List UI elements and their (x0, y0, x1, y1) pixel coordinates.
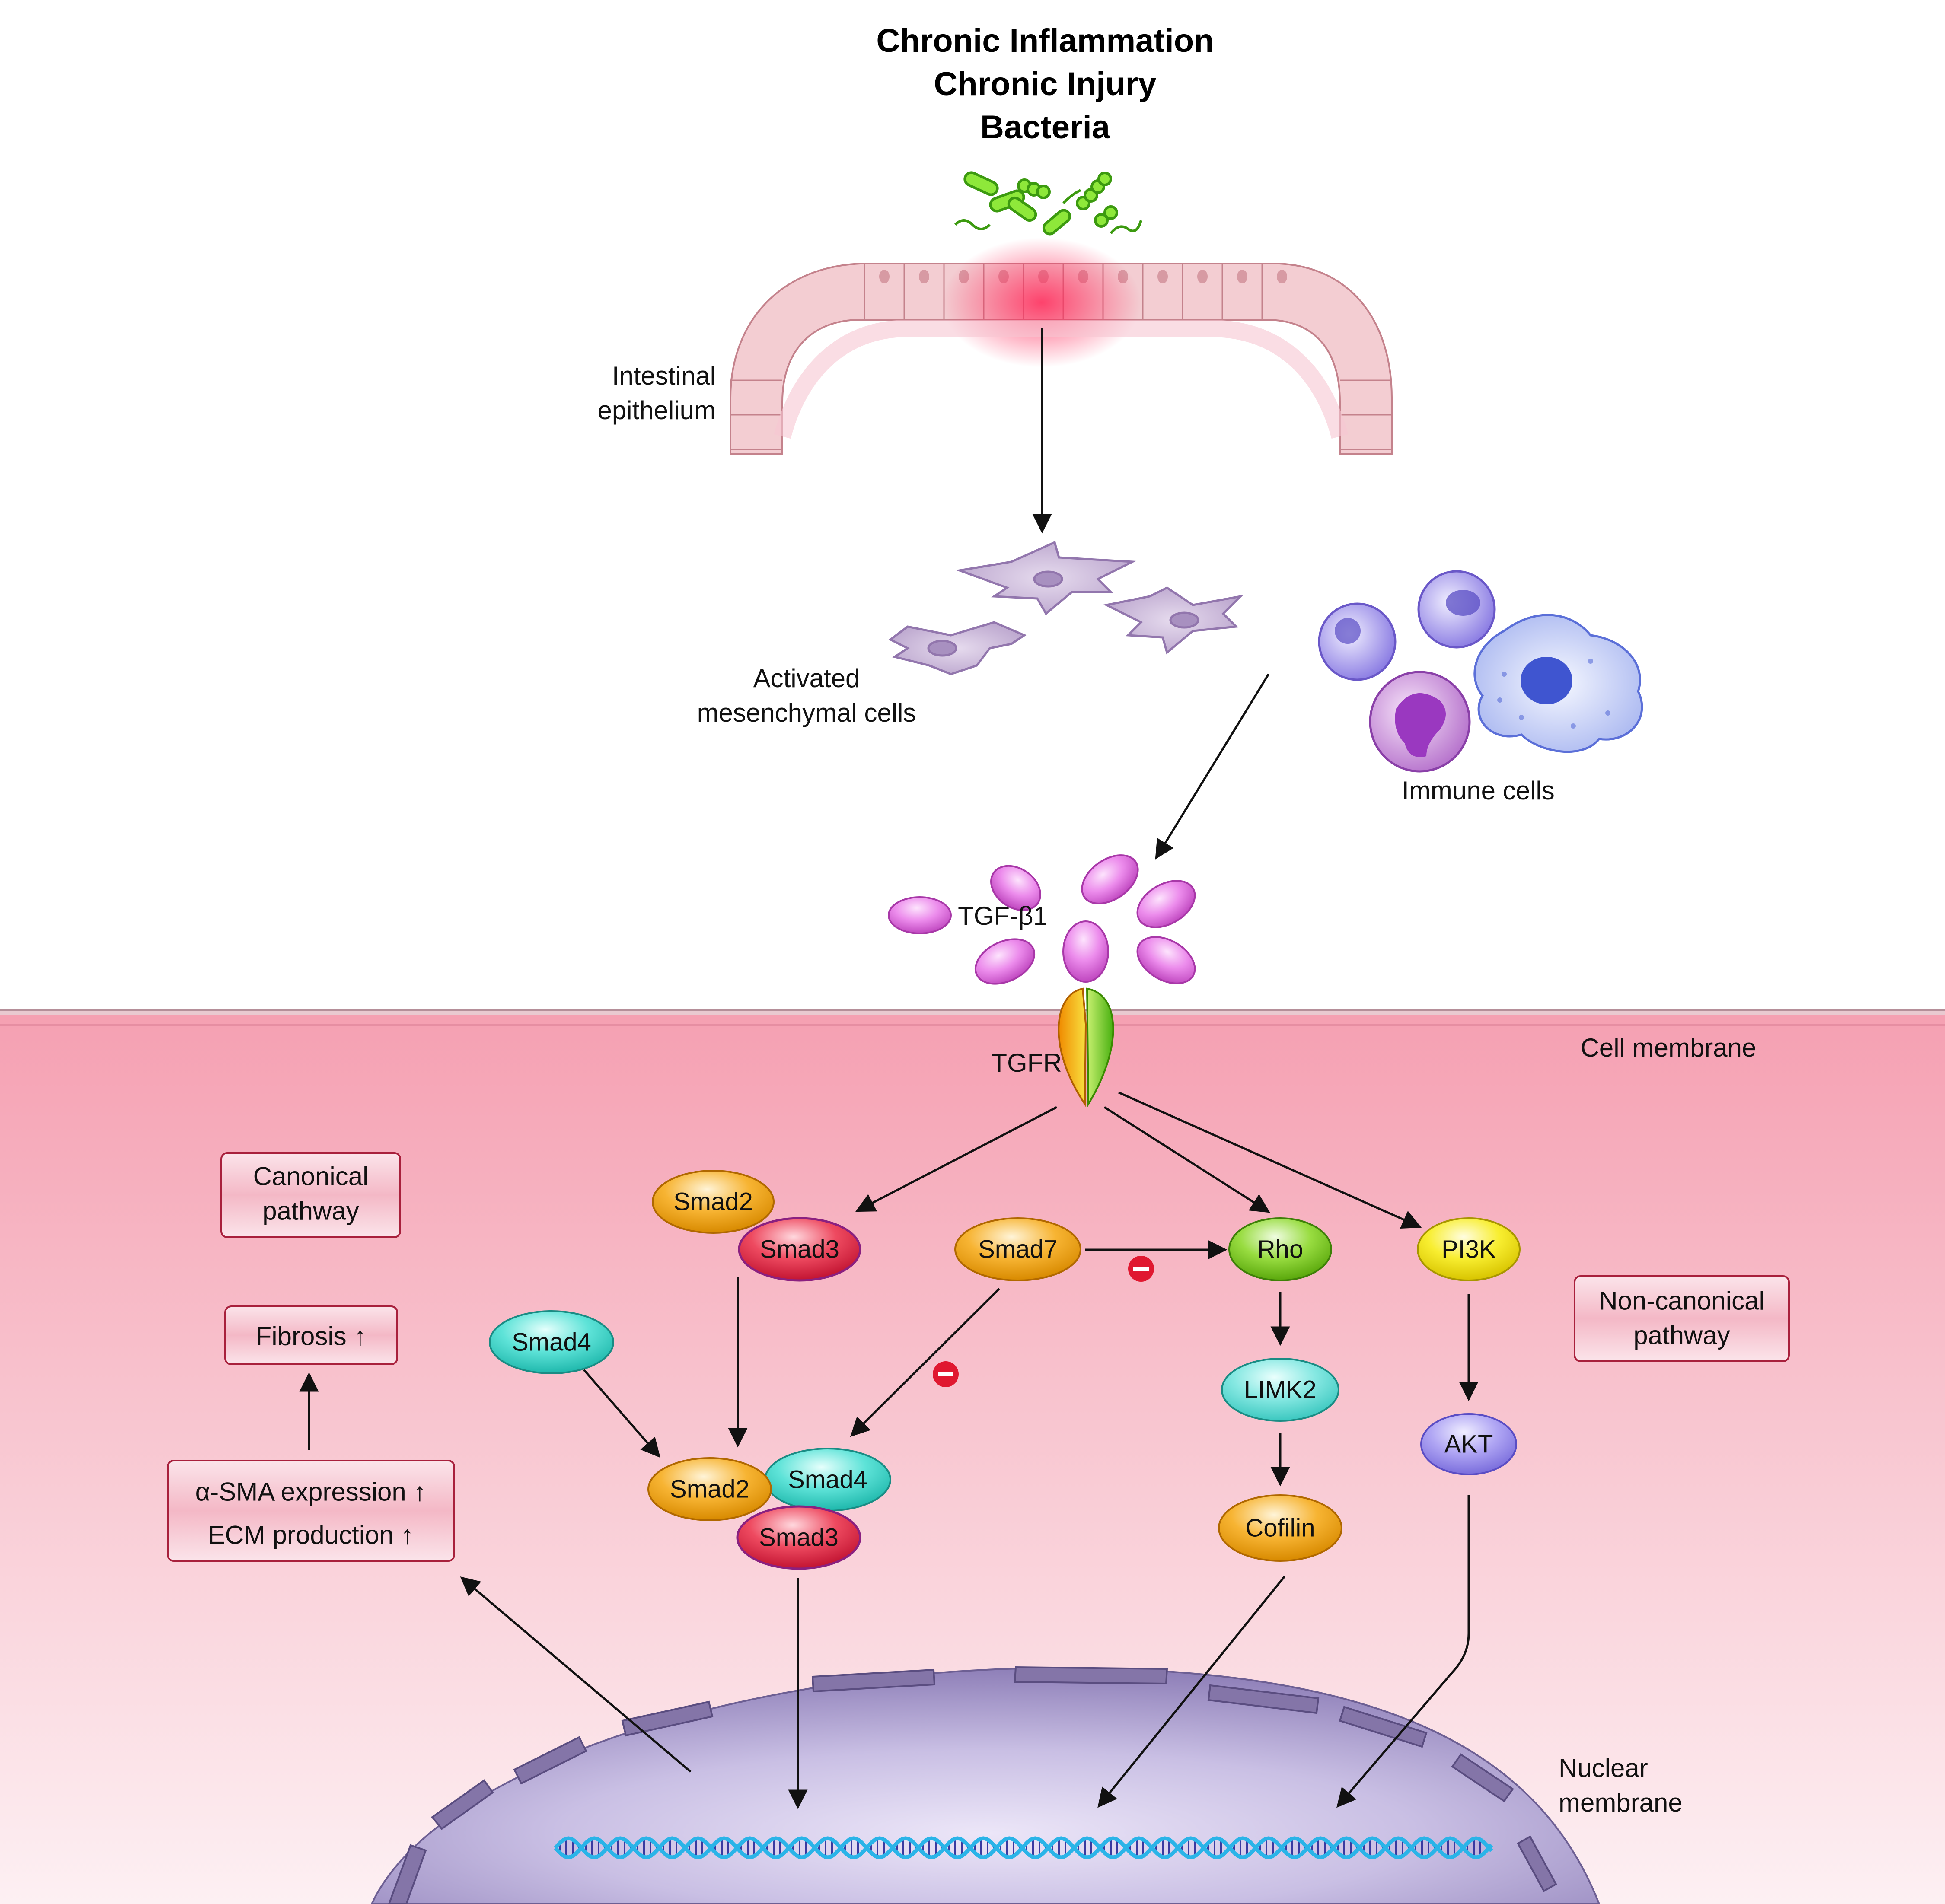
tgf-receptor (1058, 987, 1114, 1108)
inhibition-icon-rho (1128, 1256, 1154, 1282)
fibrosis-label: Fibrosis ↑ (256, 1322, 367, 1351)
title-line-2: Chronic Injury (934, 66, 1156, 102)
arrow-tgfr-to-smad (855, 1106, 1058, 1212)
arrow-tgfr-to-pi3k (1118, 1091, 1422, 1229)
limk2-label: LIMK2 (1244, 1376, 1317, 1404)
smad4-free: Smad4 (489, 1310, 614, 1374)
immune-label: Immune cells (1402, 776, 1554, 805)
arrow-immune-to-tgf (1155, 673, 1270, 860)
expression-label-2: ECM production ↑ (208, 1521, 414, 1550)
inhibition-icon-complex (933, 1361, 959, 1387)
smad3-top-label: Smad3 (760, 1235, 839, 1264)
arrow-smad4-to-complex (583, 1369, 660, 1458)
nuclear-membrane-label-1: Nuclear (1559, 1754, 1648, 1783)
cell-membrane (0, 1009, 1945, 1026)
cofilin: Cofilin (1218, 1494, 1342, 1562)
akt: AKT (1420, 1413, 1517, 1475)
arrow-dna-to-expression (460, 1576, 692, 1773)
arrow-tgfr-to-rho (1103, 1106, 1270, 1213)
title-line-3: Bacteria (980, 109, 1110, 146)
canonical-pathway-box: Canonical pathway (220, 1152, 401, 1238)
bacteria-icon (954, 171, 1142, 236)
intestinal-epithelium (730, 238, 1393, 455)
expression-box: α-SMA expression ↑ ECM production ↑ (167, 1460, 455, 1562)
pi3k-label: PI3K (1441, 1235, 1496, 1264)
nuclear-envelope-segments (388, 1666, 1557, 1904)
arrows (299, 328, 1479, 1809)
arrow-akt-to-dna (1336, 1495, 1470, 1808)
smad3-top: Smad3 (738, 1217, 861, 1282)
title-block: Chronic Inflammation Chronic Injury Bact… (876, 22, 1214, 146)
canonical-label-1: Canonical (253, 1162, 369, 1191)
cofilin-label: Cofilin (1245, 1514, 1315, 1542)
nuclear-membrane-label-2: membrane (1559, 1788, 1683, 1817)
title-line-1: Chronic Inflammation (876, 22, 1214, 59)
cell-membrane-label: Cell membrane (1581, 1033, 1757, 1062)
smad4-complex-label: Smad4 (788, 1466, 867, 1494)
pi3k: PI3K (1417, 1217, 1521, 1281)
canonical-label-2: pathway (262, 1197, 359, 1226)
tgfr-label: TGFR (991, 1048, 1062, 1077)
mesenchymal-label-1: Activated (753, 664, 860, 693)
rho-label: Rho (1257, 1235, 1303, 1264)
fibrosis-box: Fibrosis ↑ (224, 1305, 398, 1365)
dna-helix (554, 1836, 1493, 1859)
smad4-free-label: Smad4 (512, 1328, 591, 1356)
epithelium-label-2: epithelium (598, 396, 716, 425)
noncanonical-label-1: Non-canonical (1599, 1286, 1765, 1315)
tgf-beta-ligands (888, 854, 1196, 985)
mesenchymal-label-2: mesenchymal cells (697, 698, 916, 727)
smad3-complex-label: Smad3 (759, 1524, 839, 1552)
tgf-beta-label: TGF-β1 (958, 901, 1048, 930)
smad2-top-label: Smad2 (673, 1188, 753, 1216)
noncanonical-label-2: pathway (1633, 1321, 1730, 1350)
arrow-smad7-inhibits-complex (850, 1288, 1000, 1437)
akt-label: AKT (1444, 1430, 1493, 1458)
expression-label-1: α-SMA expression ↑ (195, 1477, 427, 1506)
smad2-complex-label: Smad2 (670, 1475, 749, 1503)
mesenchymal-cells (888, 541, 1244, 675)
immune-cells (1318, 570, 1643, 773)
epithelium-label-1: Intestinal (612, 361, 716, 390)
smad7: Smad7 (954, 1217, 1081, 1281)
smad7-label: Smad7 (978, 1235, 1058, 1264)
noncanonical-pathway-box: Non-canonical pathway (1574, 1275, 1790, 1362)
rho: Rho (1228, 1217, 1332, 1281)
arrow-cofilin-to-dna (1097, 1576, 1285, 1808)
smad2-top: Smad2 (652, 1170, 775, 1234)
limk2: LIMK2 (1221, 1358, 1339, 1422)
smad-complex: Smad4 Smad2 Smad3 (647, 1448, 891, 1570)
